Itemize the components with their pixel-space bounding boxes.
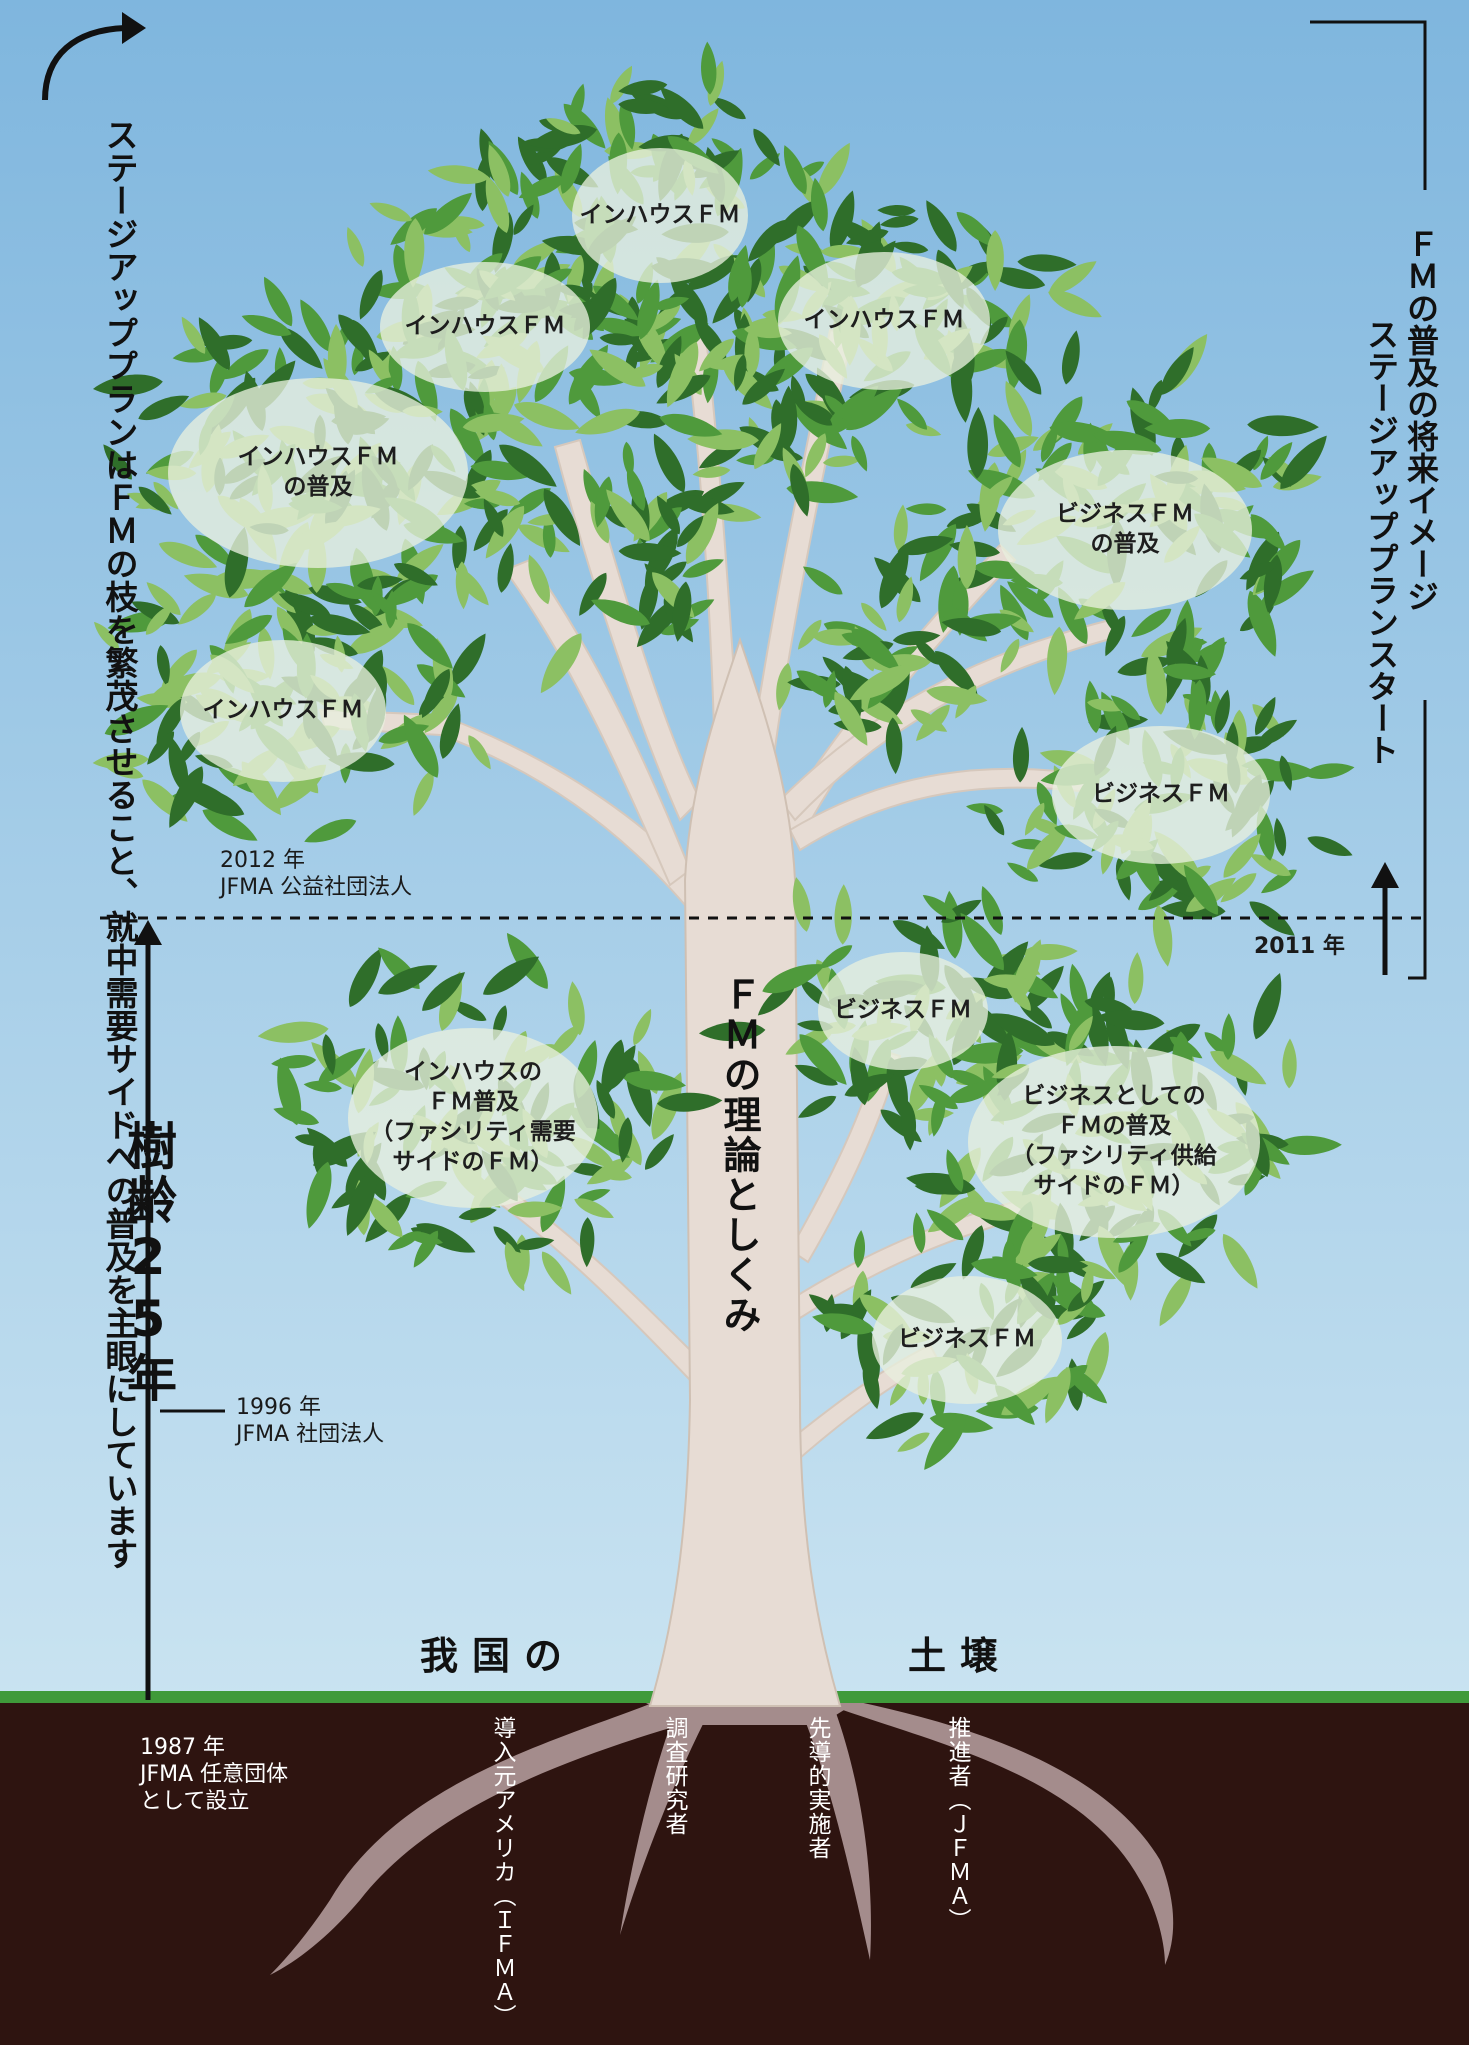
- milestone-2012: 2012 年 JFMA 公益社団法人: [220, 848, 413, 900]
- label-business-spread: ビジネスＦＭ の普及: [998, 450, 1252, 610]
- label-business-low: ビジネスＦＭ: [872, 1276, 1062, 1404]
- left-caption: ステージアッププランはＦＭの枝を繁茂させること、就中需要サイドへの普及を主眼にし…: [100, 118, 139, 1570]
- trunk: [648, 636, 842, 1707]
- label-inhouse-top: インハウスＦＭ: [572, 148, 748, 283]
- tree-age-arrowhead-icon: [134, 920, 162, 945]
- root-label-2: 調査研究者: [661, 1716, 687, 1836]
- root-label-4: 推進者（ＪＦＭＡ）: [944, 1716, 970, 1932]
- right-caption-future-image: ＦＭの普及の将来イメージ: [1402, 228, 1440, 612]
- label-inhouse-upper-left: インハウスＦＭ: [380, 262, 590, 392]
- trunk-title: ＦＭの理論としくみ: [717, 975, 761, 1335]
- right-bracket-bottom: [1408, 700, 1427, 980]
- curved-arrow-icon: [42, 25, 126, 101]
- curved-arrowhead-icon: [122, 12, 146, 44]
- milestone-1987: 1987 年 JFMA 任意団体 として設立: [140, 1735, 289, 1814]
- soil-background: [0, 1700, 1469, 2045]
- root-label-3: 先導的実施者: [804, 1716, 830, 1860]
- label-business-supply: ビジネスとしての ＦＭの普及 （ファシリティ供給 サイドのＦＭ）: [968, 1046, 1260, 1238]
- label-business-right: ビジネスＦＭ: [1052, 726, 1270, 864]
- milestone-1996: 1996 年 JFMA 社団法人: [236, 1395, 385, 1447]
- tree-age-label: 樹齢25年: [119, 1120, 177, 1406]
- label-inhouse-left: インハウスＦＭ: [180, 640, 386, 782]
- root-label-1: 導入元アメリカ（ＩＦＭＡ）: [489, 1716, 515, 2028]
- milestone-2011: 2011 年: [1254, 934, 1345, 959]
- soil-label-right: 土壌: [908, 1634, 1013, 1678]
- soil-label-left: 我国の: [420, 1634, 577, 1678]
- right-bracket-top: [1310, 20, 1427, 190]
- label-inhouse-spread: インハウスＦＭ の普及: [168, 378, 468, 568]
- label-inhouse-upper-right: インハウスＦＭ: [778, 252, 990, 390]
- label-inhouse-demand: インハウスの ＦＭ普及 （ファシリティ需要 サイドのＦＭ）: [348, 1028, 598, 1208]
- right-caption-stageup-start: ステージアッププランスタート: [1362, 318, 1400, 766]
- stageup-arrowhead-icon: [1371, 862, 1399, 888]
- label-business-mid: ビジネスＦＭ: [818, 952, 988, 1070]
